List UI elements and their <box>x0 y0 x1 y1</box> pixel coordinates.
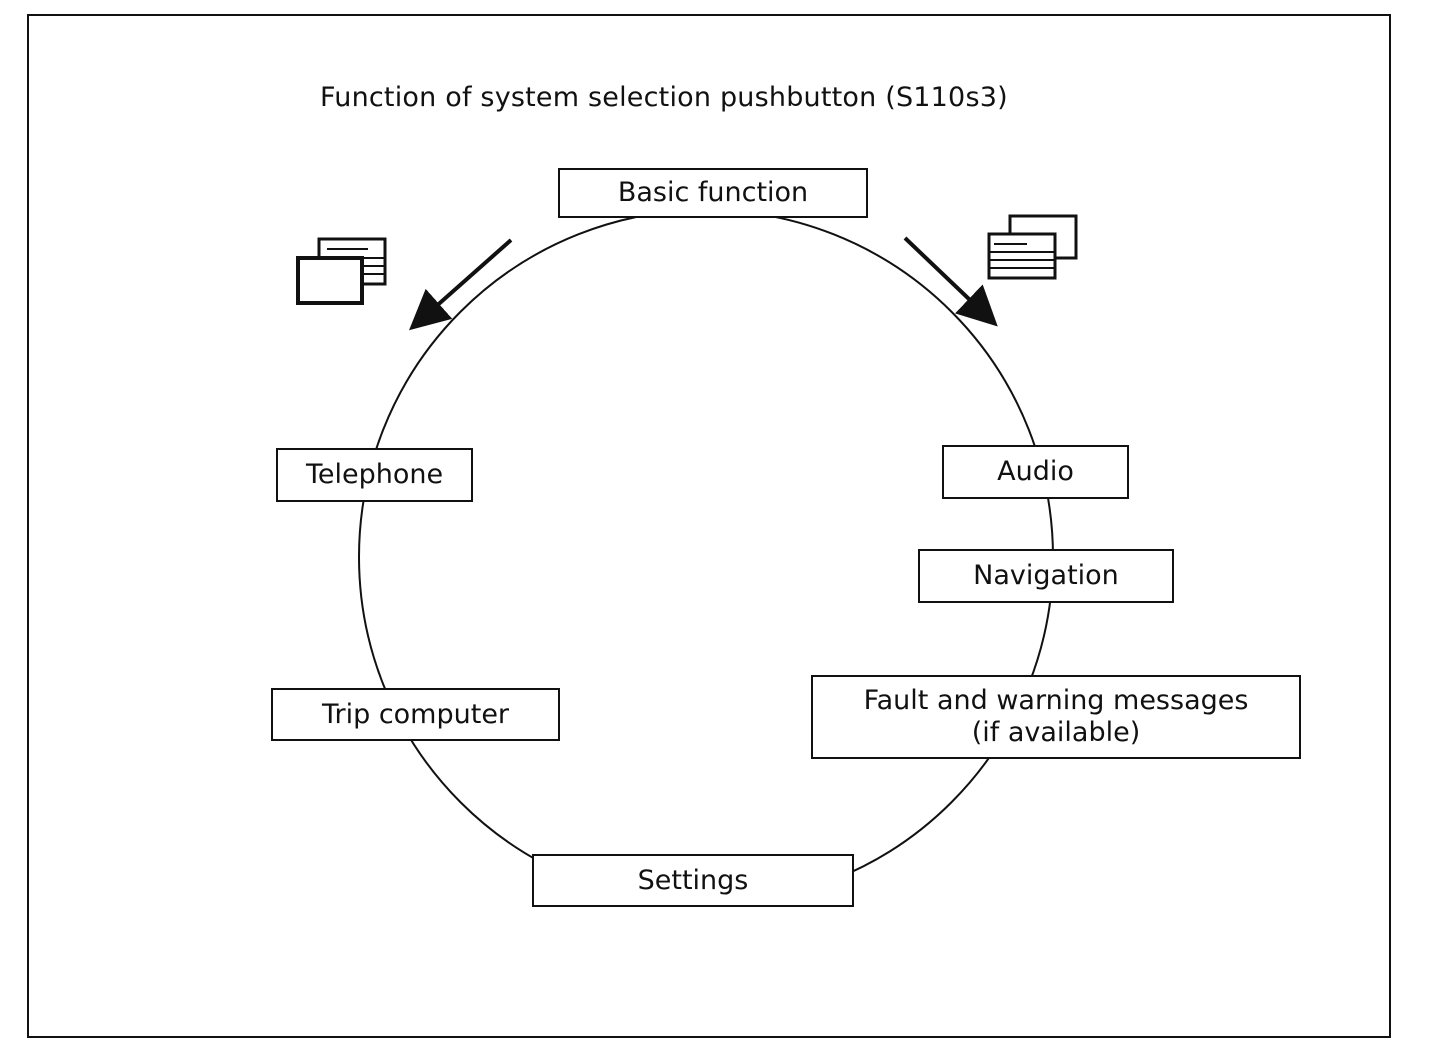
node-basic-function: Basic function <box>558 168 868 218</box>
node-audio-label: Audio <box>997 456 1074 487</box>
node-fault-warning-line1: Fault and warning messages <box>863 685 1249 716</box>
node-fault-warning-line2: (if available) <box>971 717 1141 748</box>
node-basic-function-label: Basic function <box>617 177 809 208</box>
node-settings-label: Settings <box>637 864 749 896</box>
diagram-title: Function of system selection pushbutton … <box>320 82 1008 113</box>
node-navigation-label: Navigation <box>973 560 1119 591</box>
node-navigation: Navigation <box>918 549 1174 603</box>
display-screens-icon <box>296 237 387 305</box>
node-settings: Settings <box>532 854 854 907</box>
display-screens-icon <box>987 214 1078 280</box>
node-fault-warning: Fault and warning messages (if available… <box>811 675 1301 759</box>
arrow-counterclockwise <box>409 238 513 331</box>
node-trip-computer: Trip computer <box>271 688 560 741</box>
arrow-clockwise <box>903 236 998 327</box>
diagram-frame <box>27 14 1391 1038</box>
node-trip-computer-label: Trip computer <box>321 698 510 730</box>
node-telephone: Telephone <box>276 448 473 502</box>
node-telephone-label: Telephone <box>305 459 444 490</box>
node-audio: Audio <box>942 445 1129 499</box>
